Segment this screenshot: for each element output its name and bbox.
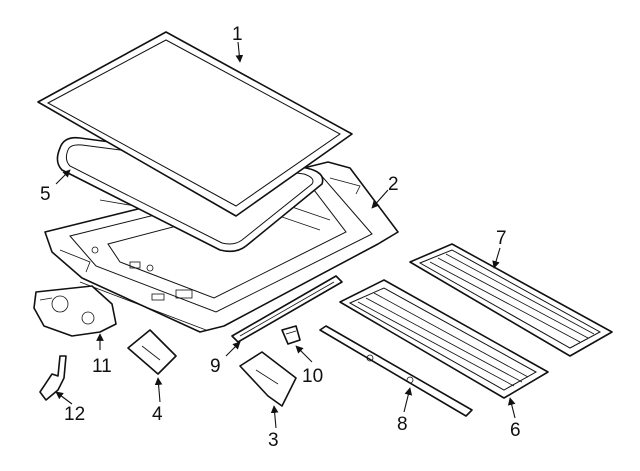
leader-9 bbox=[225, 341, 241, 357]
callout-3: 3 bbox=[268, 430, 279, 451]
callout-5: 5 bbox=[40, 184, 51, 205]
bracket-part bbox=[239, 351, 297, 407]
leader-10 bbox=[295, 345, 313, 363]
guide-rail-part bbox=[319, 325, 473, 417]
callout-6: 6 bbox=[510, 420, 521, 441]
leader-8 bbox=[403, 387, 413, 413]
crank-part bbox=[39, 355, 67, 401]
sunshade-panel-part bbox=[409, 243, 613, 357]
motor-part bbox=[33, 285, 117, 337]
leader-7 bbox=[492, 247, 501, 269]
callout-1: 1 bbox=[232, 24, 243, 45]
leader-5 bbox=[55, 169, 71, 185]
callout-12: 12 bbox=[64, 404, 85, 425]
callout-7: 7 bbox=[496, 228, 507, 249]
leader-1 bbox=[235, 41, 244, 63]
callout-8: 8 bbox=[397, 414, 408, 435]
callout-11: 11 bbox=[92, 356, 112, 377]
leader-2 bbox=[371, 189, 389, 209]
leader-3 bbox=[270, 405, 279, 429]
sunshade-lower-panel-part bbox=[339, 279, 549, 399]
leader-12 bbox=[55, 391, 73, 405]
callout-10: 10 bbox=[302, 366, 323, 387]
leader-4 bbox=[154, 377, 163, 403]
leader-lines bbox=[55, 41, 516, 429]
leader-6 bbox=[507, 397, 516, 419]
callout-2: 2 bbox=[388, 174, 399, 195]
callout-4: 4 bbox=[152, 404, 163, 425]
small-bracket-part bbox=[281, 325, 301, 345]
callout-9: 9 bbox=[210, 356, 221, 377]
deflector-part bbox=[231, 275, 343, 343]
mounting-plate-part bbox=[127, 329, 177, 375]
callout-labels: 1 2 3 4 5 6 7 8 9 10 11 12 bbox=[40, 24, 521, 451]
glass-panel-part bbox=[37, 31, 353, 217]
